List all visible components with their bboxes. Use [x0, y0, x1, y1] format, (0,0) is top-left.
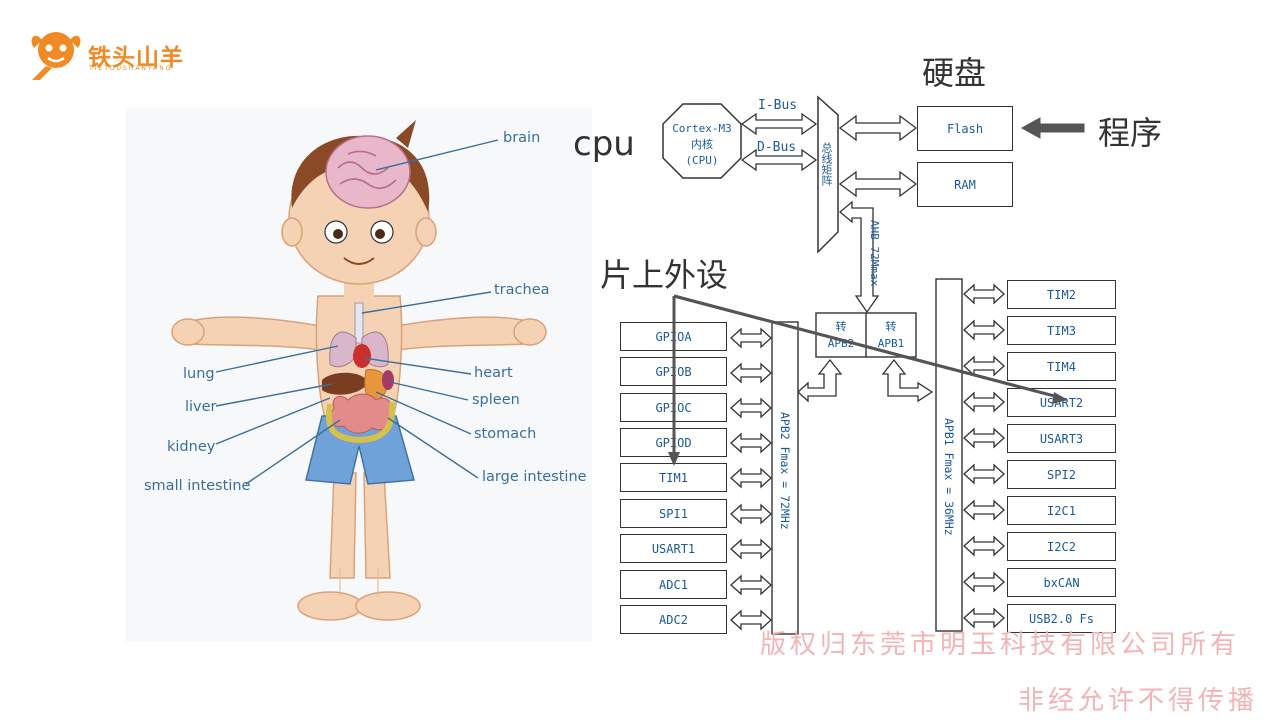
periph-usart2: USART2 [1007, 388, 1116, 417]
periph-usart1: USART1 [620, 534, 727, 563]
label-kidney: kidney [167, 439, 216, 455]
distribution-watermark: 非经允许不得传播 [1018, 686, 1259, 716]
bus-matrix-label: 总线矩阵 [820, 142, 833, 186]
apb2-arrows [730, 328, 772, 630]
ibus-label: I-Bus [758, 98, 798, 113]
bridge1-top: 转 [885, 320, 897, 333]
ram-head-logo-icon [31, 32, 81, 80]
periph-bxcan: bxCAN [1007, 568, 1116, 597]
core-line3: (CPU) [685, 154, 719, 167]
periph-i2c1: I2C1 [1007, 496, 1116, 525]
label-trachea: trachea [494, 282, 550, 298]
label-stomach: stomach [474, 426, 537, 442]
ibus-arrow [740, 112, 818, 136]
periph-i2c2: I2C2 [1007, 532, 1116, 561]
periph-adc2: ADC2 [620, 605, 727, 634]
periph-usart3: USART3 [1007, 424, 1116, 453]
disk-annotation: 硬盘 [922, 54, 987, 92]
peripherals-annotation: 片上外设 [600, 256, 729, 294]
cortex-core-octagon [662, 103, 742, 179]
program-pointer-arrow [1020, 117, 1085, 139]
dbus-arrow [740, 148, 818, 172]
flash-arrow [838, 114, 918, 142]
cortex-core-label: Cortex-M3 内核 (CPU) [663, 121, 741, 169]
logo-subtitle: TIETOUSHANYANG [89, 65, 173, 72]
periph-adc1: ADC1 [620, 570, 727, 599]
bridge2-label: 转 APB2 [816, 318, 866, 352]
bridge1-arrow [881, 358, 934, 403]
label-brain: brain [503, 130, 541, 146]
bridge2-top: 转 [835, 320, 847, 333]
copyright-watermark: 版权归东莞市明玉科技有限公司所有 [760, 630, 1241, 660]
periph-gpioc: GPIOC [620, 393, 727, 422]
dbus-label: D-Bus [757, 140, 797, 155]
label-small-intestine: small intestine [144, 478, 251, 494]
label-large-intestine: large intestine [482, 469, 587, 485]
core-line2: 内核 [691, 138, 713, 151]
periph-gpioa: GPIOA [620, 322, 727, 351]
apb1-bus-label: APB1 Fmax = 36MHz [942, 418, 956, 536]
bus-matrix-shape [817, 95, 839, 254]
logo: 铁头山羊 TIETOUSHANYANG [26, 26, 206, 82]
periph-usb: USB2.0 Fs [1007, 604, 1116, 633]
label-liver: liver [185, 399, 217, 415]
periph-tim1: TIM1 [620, 463, 727, 492]
periph-tim3: TIM3 [1007, 316, 1116, 345]
bridge1-label: 转 APB1 [866, 318, 916, 352]
periph-gpiod: GPIOD [620, 428, 727, 457]
periph-tim2: TIM2 [1007, 280, 1116, 309]
label-heart: heart [474, 365, 513, 381]
ahb-label: AHB 72Mmax [868, 220, 881, 287]
flash-box: Flash [917, 106, 1013, 151]
apb2-bus-label: APB2 Fmax = 72MHz [778, 412, 792, 530]
bridge2-arrow [797, 358, 843, 403]
label-spleen: spleen [472, 392, 520, 408]
periph-tim4: TIM4 [1007, 352, 1116, 381]
bridge1-bottom: APB1 [877, 337, 905, 350]
periph-gpiob: GPIOB [620, 357, 727, 386]
label-lung: lung [183, 366, 215, 382]
logo-name: 铁头山羊 [88, 45, 184, 71]
bridge2-bottom: APB2 [827, 337, 855, 350]
periph-spi1: SPI1 [620, 499, 727, 528]
core-line1: Cortex-M3 [672, 122, 732, 135]
ram-box: RAM [917, 162, 1013, 207]
ram-arrow [838, 170, 918, 198]
cpu-annotation: cpu [573, 124, 635, 164]
program-annotation: 程序 [1098, 114, 1163, 152]
boy-anatomy-illustration [171, 120, 547, 621]
periph-spi2: SPI2 [1007, 460, 1116, 489]
apb1-arrows [963, 284, 1005, 628]
